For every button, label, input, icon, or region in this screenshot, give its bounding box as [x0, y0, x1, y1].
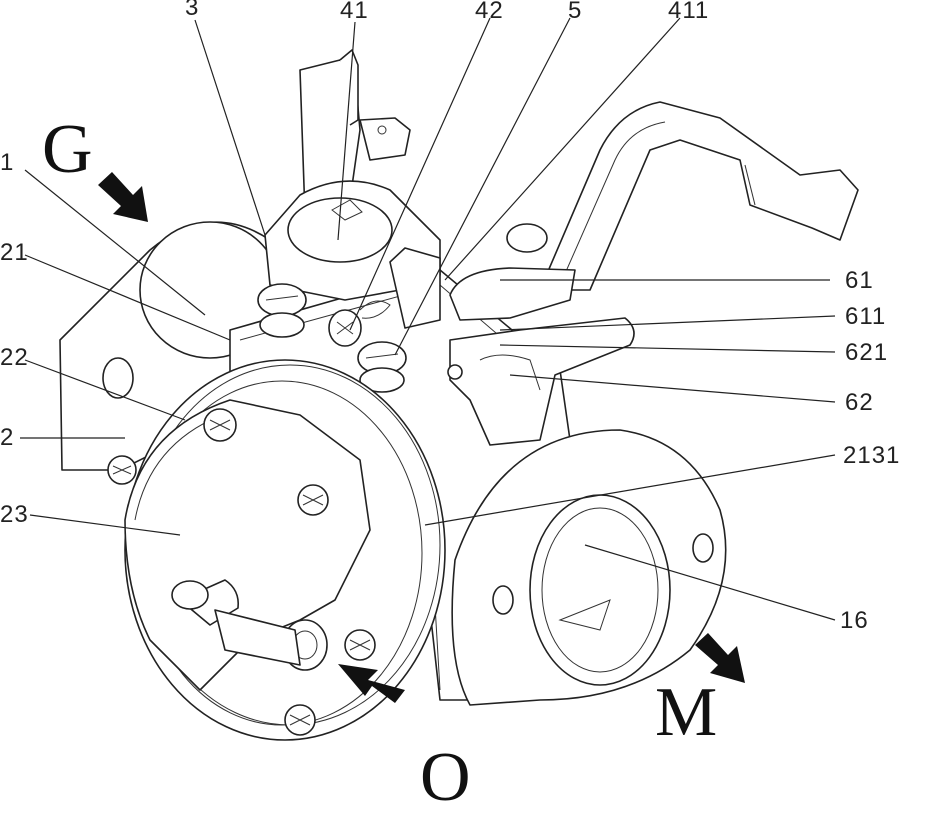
- label-2: 2: [0, 424, 14, 451]
- arrow-g-icon: [98, 172, 148, 222]
- label-16: 16: [840, 607, 869, 634]
- cover-screws: [107, 408, 376, 736]
- top-screws: [257, 283, 407, 393]
- label-m: M: [655, 674, 717, 751]
- label-g: G: [42, 111, 93, 188]
- label-23: 23: [0, 501, 29, 528]
- label-21: 21: [0, 239, 29, 266]
- label-62: 62: [845, 389, 874, 416]
- arrow-m-icon: [695, 633, 745, 683]
- outlet-flange: [451, 429, 727, 706]
- label-22: 22: [0, 344, 29, 371]
- label-621: 621: [845, 339, 888, 366]
- label-2131: 2131: [843, 442, 900, 469]
- part-labels: 3 41 42 5 411 1 21 22 2 23 61 611 621 62…: [0, 0, 900, 634]
- flow-arrows: [98, 172, 745, 703]
- label-41: 41: [340, 0, 369, 24]
- label-411: 411: [668, 0, 709, 24]
- leader-lines: [20, 17, 836, 621]
- arrow-o-icon: [338, 664, 405, 703]
- label-3: 3: [185, 0, 199, 21]
- label-o: O: [420, 739, 471, 816]
- label-611: 611: [845, 303, 886, 330]
- lever-arm: [539, 101, 859, 291]
- valve-assembly: [264, 49, 441, 329]
- label-5: 5: [568, 0, 582, 24]
- flow-letters: G M O: [42, 111, 717, 816]
- label-1: 1: [0, 149, 14, 176]
- latch-62: [447, 317, 635, 446]
- diaphragm-cover: [124, 359, 446, 741]
- label-42: 42: [475, 0, 504, 24]
- lever-61: [449, 223, 576, 321]
- inlet-flange: [59, 221, 291, 471]
- label-61: 61: [845, 267, 874, 294]
